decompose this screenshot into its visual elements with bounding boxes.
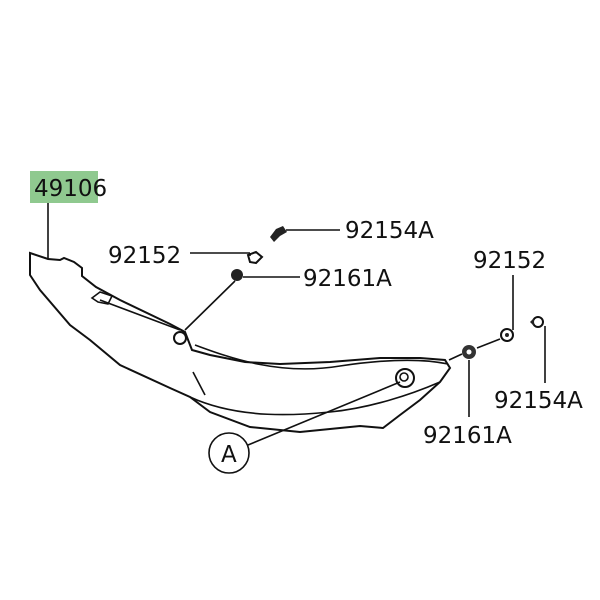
part-label-92152-right[interactable]: 92152	[473, 248, 546, 274]
part-label-92154A-left[interactable]: 92154A	[345, 218, 434, 244]
part-label-highlight	[30, 171, 98, 203]
part-label-92161A-right[interactable]: 92161A	[423, 423, 512, 449]
nut-icon	[231, 269, 243, 281]
screw-icon	[270, 226, 287, 242]
part-label-92154A-right[interactable]: 92154A	[494, 388, 583, 414]
callout-circle	[208, 432, 250, 474]
screw-icon	[530, 316, 544, 328]
callout-a-label: A	[221, 442, 237, 468]
part-label-92161A-left[interactable]: 92161A	[303, 266, 392, 292]
nut-icon	[462, 345, 476, 359]
washer-icon	[246, 250, 264, 265]
washer-icon	[500, 328, 514, 342]
part-label-49106[interactable]: 49106	[34, 176, 107, 202]
part-label-92152-left[interactable]: 92152	[108, 243, 181, 269]
side-cover-part	[29, 251, 452, 434]
